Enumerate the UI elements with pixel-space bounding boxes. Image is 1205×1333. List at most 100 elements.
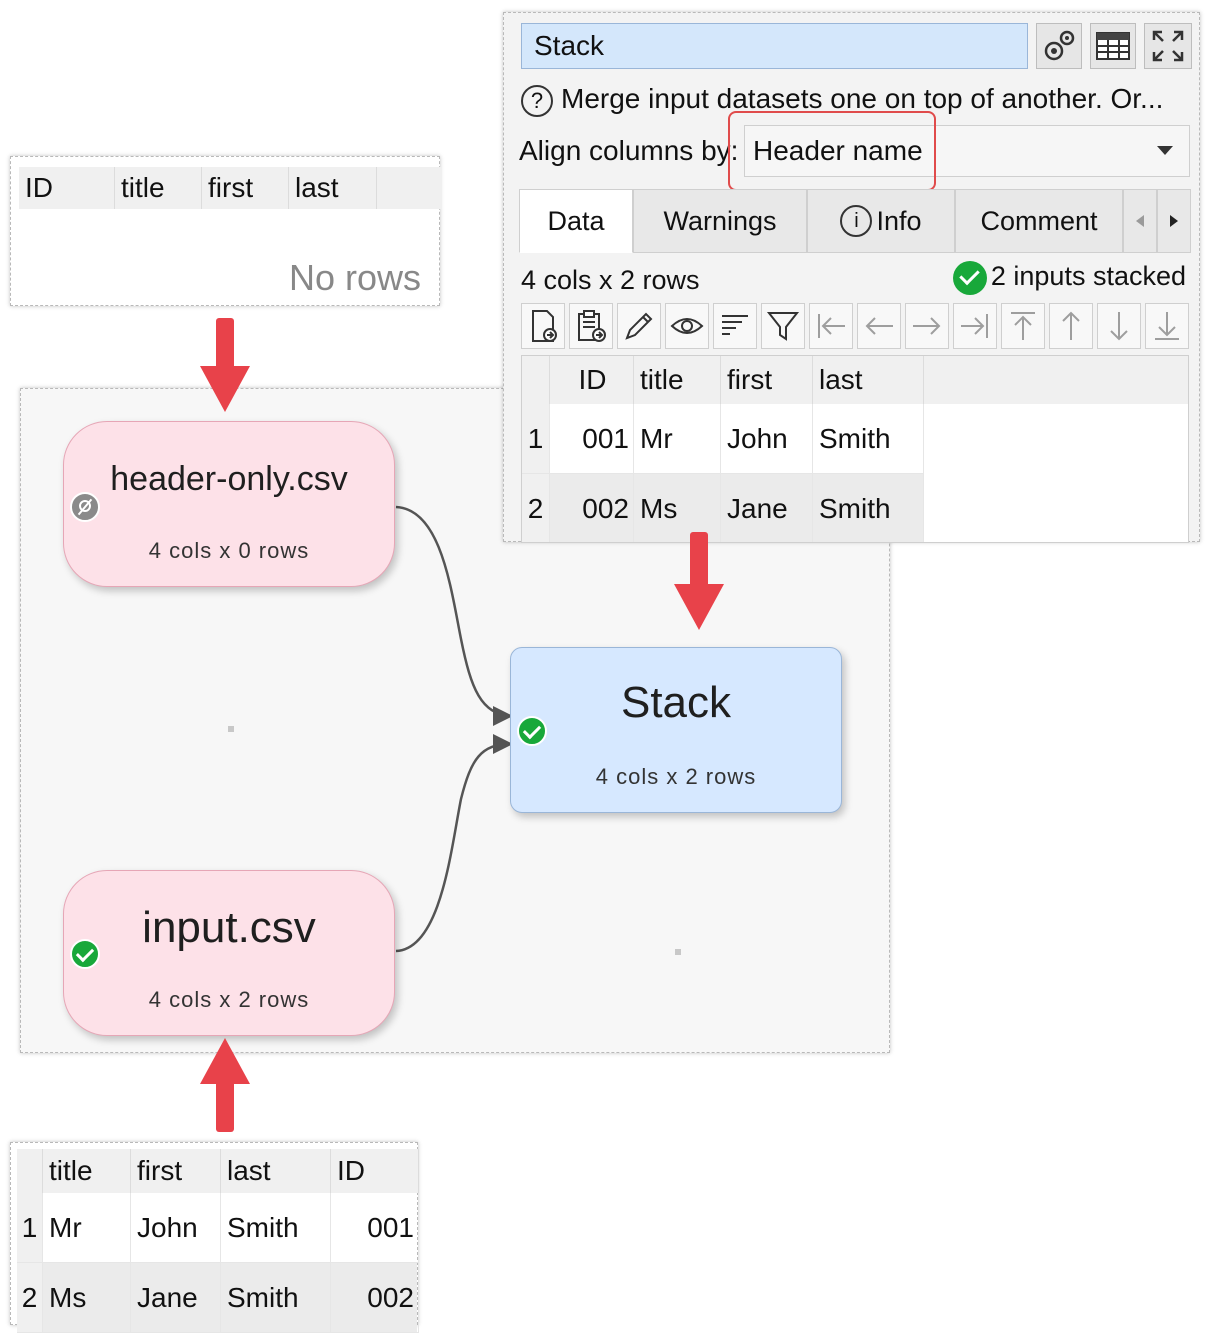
column-header[interactable]: first xyxy=(721,356,813,404)
connector-lines xyxy=(395,505,513,953)
table-cell[interactable]: Smith xyxy=(813,404,924,474)
column-header[interactable]: first xyxy=(131,1149,221,1193)
edit-icon[interactable] xyxy=(617,303,661,349)
table-cell[interactable]: Smith xyxy=(221,1193,331,1263)
column-header[interactable]: ID xyxy=(19,167,115,209)
view-icon[interactable] xyxy=(665,303,709,349)
column-header[interactable]: title xyxy=(634,356,721,404)
move-down-icon[interactable] xyxy=(1097,303,1141,349)
row-number: 2 xyxy=(17,1263,43,1333)
table-cell[interactable]: Mr xyxy=(634,404,721,474)
move-left-icon[interactable] xyxy=(857,303,901,349)
tab-scroll-right[interactable] xyxy=(1157,189,1191,253)
header-only-preview: ID title first last No rows xyxy=(10,156,441,306)
move-right-icon[interactable] xyxy=(905,303,949,349)
tab-comment[interactable]: Comment xyxy=(955,189,1123,253)
table-row[interactable]: 2 Ms Jane Smith 002 xyxy=(17,1263,419,1333)
sort-icon[interactable] xyxy=(713,303,757,349)
new-file-icon[interactable] xyxy=(521,303,565,349)
tab-info-label: Info xyxy=(876,205,922,236)
column-header[interactable]: ID xyxy=(331,1149,419,1193)
align-columns-select[interactable]: Header name xyxy=(744,125,1190,177)
table-row[interactable]: 1 001 Mr John Smith xyxy=(522,404,924,474)
row-number: 1 xyxy=(17,1193,43,1263)
canvas-dot xyxy=(675,949,681,955)
callout-highlight xyxy=(728,111,936,191)
node-title: input.csv xyxy=(142,903,316,952)
move-top-icon[interactable] xyxy=(1001,303,1045,349)
data-toolbar xyxy=(521,303,1191,349)
expand-icon[interactable] xyxy=(1144,23,1192,69)
info-icon: i xyxy=(840,205,873,237)
panel-title: Stack xyxy=(521,23,1028,69)
filter-icon[interactable] xyxy=(761,303,805,349)
node-dimensions: 4 cols x 0 rows xyxy=(148,538,310,563)
status-text: 2 inputs stacked xyxy=(952,261,1186,295)
move-bottom-icon[interactable] xyxy=(1145,303,1189,349)
table-row[interactable]: 2 002 Ms Jane Smith xyxy=(522,474,924,542)
dimensions-text: 4 cols x 2 rows xyxy=(521,265,700,295)
callout-arrow-up xyxy=(200,1038,250,1132)
table-row[interactable]: 1 Mr John Smith 001 xyxy=(17,1193,419,1263)
table-cell[interactable]: Ms xyxy=(634,474,721,542)
gear-icon[interactable] xyxy=(1036,23,1082,69)
node-title: Stack xyxy=(620,678,732,727)
grid-header: title first last ID xyxy=(17,1149,419,1193)
table-cell[interactable]: Smith xyxy=(813,474,924,542)
column-header[interactable]: ID xyxy=(550,356,634,404)
description-text: ? Merge input datasets one on top of anot… xyxy=(521,83,1163,117)
row-number-header xyxy=(522,356,550,404)
status-label: 2 inputs stacked xyxy=(990,261,1186,292)
move-up-icon[interactable] xyxy=(1049,303,1093,349)
input-preview: title first last ID 1 Mr John Smith 001 … xyxy=(10,1142,419,1333)
column-header[interactable]: title xyxy=(43,1149,131,1193)
node-dimensions: 4 cols x 2 rows xyxy=(148,987,310,1012)
row-number-header xyxy=(17,1149,43,1193)
row-number: 1 xyxy=(522,404,550,474)
table-cell[interactable]: Ms xyxy=(43,1263,131,1333)
table-view-icon[interactable] xyxy=(1090,23,1136,69)
table-cell[interactable]: John xyxy=(721,404,813,474)
table-cell[interactable]: 001 xyxy=(550,404,634,474)
align-label: Align columns by: xyxy=(519,135,739,166)
column-header[interactable]: last xyxy=(813,356,924,404)
help-icon[interactable]: ? xyxy=(521,84,553,117)
callout-arrow-down xyxy=(674,532,724,630)
callout-arrow-down xyxy=(200,318,250,412)
column-header[interactable]: first xyxy=(202,167,289,209)
data-grid: ID title first last 1 001 Mr John Smith … xyxy=(521,355,1189,543)
table-cell[interactable]: Jane xyxy=(721,474,813,542)
node-input[interactable]: input.csv 4 cols x 2 rows xyxy=(63,870,395,1036)
table-cell[interactable]: John xyxy=(131,1193,221,1263)
tab-data[interactable]: Data xyxy=(519,189,633,253)
column-header[interactable]: last xyxy=(289,167,377,209)
table-cell[interactable]: Jane xyxy=(131,1263,221,1333)
grid-header: ID title first last xyxy=(522,356,1188,404)
node-title: header-only.csv xyxy=(110,460,348,498)
check-icon xyxy=(517,716,547,746)
table-cell[interactable]: Smith xyxy=(221,1263,331,1333)
row-number: 2 xyxy=(522,474,550,542)
check-icon xyxy=(70,939,100,969)
empty-state-text: No rows xyxy=(288,257,421,298)
column-header[interactable]: last xyxy=(221,1149,331,1193)
move-last-icon[interactable] xyxy=(953,303,997,349)
column-header[interactable]: title xyxy=(115,167,202,209)
move-first-icon[interactable] xyxy=(809,303,853,349)
check-icon xyxy=(952,261,987,295)
stack-properties-panel: Stack ? Merge input datasets one on top o… xyxy=(503,12,1200,543)
description-label: Merge input datasets one on top of anoth… xyxy=(561,83,1164,114)
tab-scroll-left[interactable] xyxy=(1123,189,1157,253)
null-icon xyxy=(70,492,100,522)
tab-warnings[interactable]: Warnings xyxy=(633,189,807,253)
node-dimensions: 4 cols x 2 rows xyxy=(595,764,757,789)
table-cell[interactable]: 002 xyxy=(550,474,634,542)
table-cell[interactable]: 002 xyxy=(331,1263,419,1333)
node-stack[interactable]: Stack 4 cols x 2 rows xyxy=(510,647,842,813)
paste-file-icon[interactable] xyxy=(569,303,613,349)
table-cell[interactable]: Mr xyxy=(43,1193,131,1263)
table-cell[interactable]: 001 xyxy=(331,1193,419,1263)
node-header-only[interactable]: header-only.csv 4 cols x 0 rows xyxy=(63,421,395,587)
